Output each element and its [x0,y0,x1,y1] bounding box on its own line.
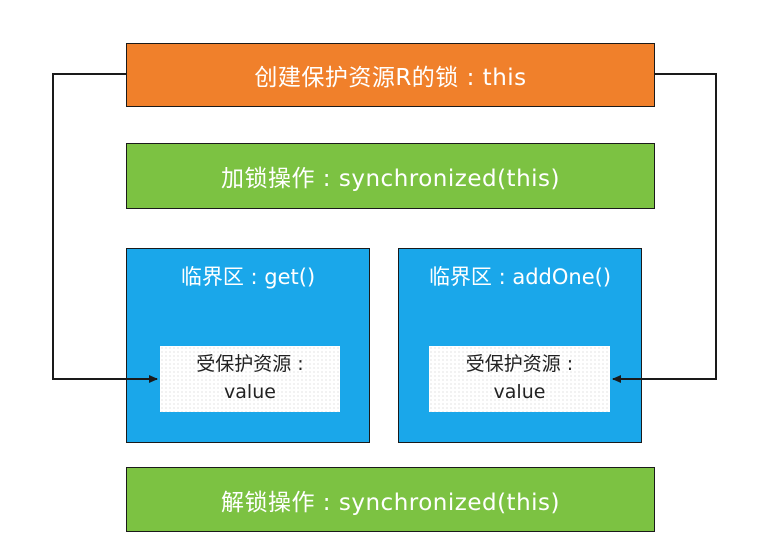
protected-resource-label: 受保护资源 : [196,353,304,375]
critical-section-addone: 临界区 : addOne() 受保护资源 : value [398,248,642,443]
unlock-operation-label: 解锁操作 : synchronized(this) [221,489,560,516]
protected-resource-label: 受保护资源 : [465,353,574,375]
protected-resource-addone: 受保护资源 : value [429,346,610,412]
create-lock-label: 创建保护资源R的锁 : this [254,65,527,91]
critical-section-addone-title: 临界区 : addOne() [428,265,612,289]
create-lock-box: 创建保护资源R的锁 : this [126,43,655,107]
unlock-operation-box: 解锁操作 : synchronized(this) [126,467,655,532]
protected-resource-value: value [493,381,546,403]
protected-resource-value: value [224,381,276,403]
lock-operation-label: 加锁操作 : synchronized(this) [221,166,560,192]
protected-resource-get: 受保护资源 : value [160,346,340,412]
critical-section-get-title: 临界区 : get() [180,265,316,289]
critical-section-get: 临界区 : get() 受保护资源 : value [126,248,370,443]
lock-operation-box: 加锁操作 : synchronized(this) [126,143,655,209]
